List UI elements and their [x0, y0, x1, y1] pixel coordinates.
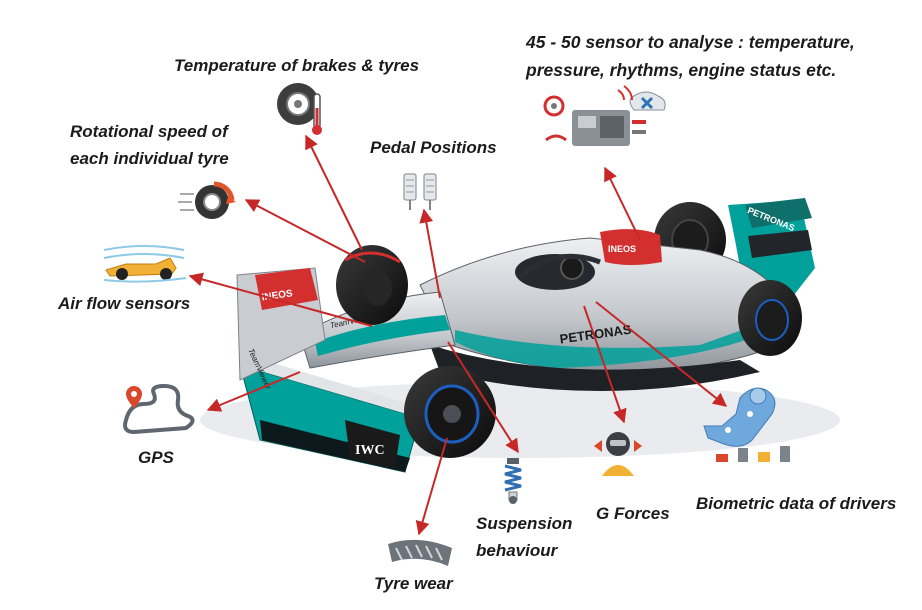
arrow-temp-brakes — [305, 134, 363, 251]
label-rotational-line1: Rotational speed of — [70, 122, 228, 141]
arrow-gps — [206, 371, 301, 412]
rear-near-tyre — [738, 280, 802, 356]
label-gps: GPS — [138, 448, 174, 467]
arrow-biometric — [595, 301, 728, 407]
arrow-sensors — [604, 166, 641, 241]
arrow-tyre-wear — [415, 437, 448, 536]
front-near-tyre — [404, 366, 496, 458]
arrow-gforces — [583, 305, 627, 424]
gps-track-icon — [123, 383, 195, 435]
label-sensors: 45 - 50 sensor to analyse : temperature,… — [526, 28, 855, 84]
rear-wing: PETRONAS — [728, 198, 815, 300]
label-tyre-wear: Tyre wear — [374, 574, 453, 593]
arrow-rotational — [244, 199, 366, 263]
car-body: INEOS PETRONAS TeamViewer — [299, 229, 791, 391]
front-wing-logo: INEOS — [261, 288, 294, 303]
label-temp-brakes: Temperature of brakes & tyres — [174, 56, 420, 75]
driver-biometric-icon — [703, 387, 790, 462]
airbox-logo: INEOS — [608, 244, 636, 254]
pedals-icon — [403, 173, 437, 210]
label-sensors-line1: 45 - 50 sensor to analyse : temperature, — [526, 32, 855, 52]
arrow-pedal — [419, 208, 441, 299]
front-far-tyre — [336, 245, 408, 325]
label-gforces: G Forces — [596, 504, 670, 523]
label-pedal: Pedal Positions — [370, 138, 497, 157]
f1-car: PETRONAS INEOS PETRONAS — [200, 198, 840, 473]
race-car-airflow-icon — [103, 245, 187, 283]
endplate-logo: IWC — [355, 443, 385, 458]
label-rotational: Rotational speed of each individual tyre — [70, 118, 229, 172]
arrow-airflow — [188, 272, 373, 327]
driver-g-force-icon — [594, 432, 642, 476]
front-wing: INEOS TeamViewer IWC — [236, 267, 430, 473]
label-rotational-line2: each individual tyre — [70, 149, 229, 168]
tyre-thermometer-icon — [277, 83, 322, 135]
arrows — [188, 134, 728, 536]
sensor-dashboard-icon — [543, 85, 666, 146]
label-biometric: Biometric data of drivers — [696, 494, 897, 513]
label-suspension-line2: behaviour — [476, 541, 558, 560]
spinning-wheel-icon — [178, 181, 236, 219]
driver-helmet — [560, 256, 584, 280]
suspension-shock-icon — [504, 458, 522, 504]
label-suspension: Suspension behaviour — [476, 510, 572, 564]
label-sensors-line2: pressure, rhythms, engine status etc. — [526, 60, 837, 80]
label-suspension-line1: Suspension — [476, 514, 573, 533]
tyre-tread-icon — [388, 539, 452, 566]
label-airflow: Air flow sensors — [58, 294, 191, 313]
arrow-suspension — [447, 341, 519, 454]
